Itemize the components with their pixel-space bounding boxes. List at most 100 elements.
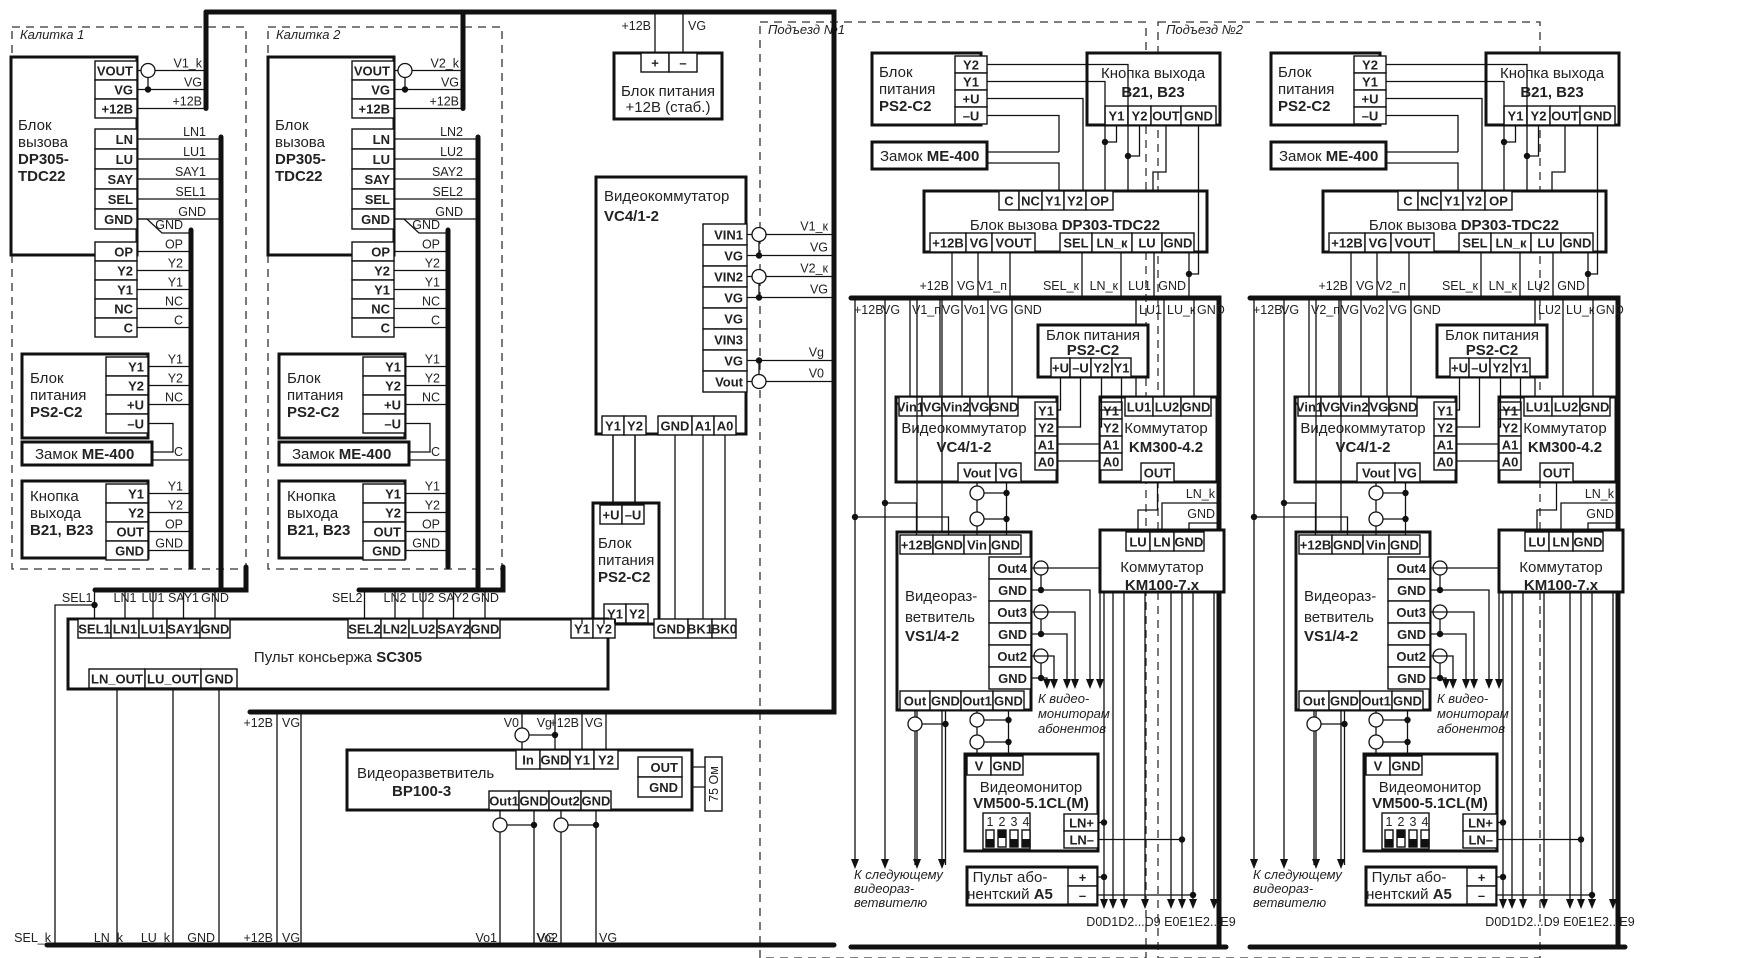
terminal-label: Y1 <box>607 607 623 622</box>
block-title: PS2-C2 <box>1466 342 1519 359</box>
block-title: Замок ME-400 <box>292 446 391 463</box>
psu2-title: Блок питания <box>1046 327 1140 344</box>
terminal-label: LN+ <box>1069 816 1094 831</box>
central-wires <box>612 435 726 624</box>
terminal-label: SAY2 <box>437 622 470 637</box>
note: К следующему <box>1253 867 1343 882</box>
dip-label: 3 <box>1410 815 1417 829</box>
terminal-label: VG <box>724 312 743 327</box>
terminal-label: NC <box>371 302 390 317</box>
bus-label: GND <box>1014 303 1042 317</box>
terminal-label: GND <box>520 794 549 809</box>
coax-symbol <box>969 734 985 750</box>
psu-model: PS2-C2 <box>287 404 340 421</box>
coax-symbol <box>751 268 767 285</box>
terminal-label: Out1 <box>962 694 992 709</box>
zone-label: Подъезд №1 <box>768 22 845 37</box>
terminal-label: GND <box>1164 236 1193 251</box>
wire-label: C <box>174 314 183 328</box>
terminal-label: – <box>1478 888 1485 903</box>
terminal-label: Y2 <box>1103 421 1119 436</box>
title-part: ME-400 <box>1326 148 1379 165</box>
terminal-label: Y1 <box>385 360 401 375</box>
terminal-label: +U <box>127 398 144 413</box>
wire-label: Y2 <box>425 499 440 513</box>
wire <box>1057 377 1062 411</box>
dip-switch-off <box>1421 839 1429 847</box>
wire-label: GND <box>187 931 215 945</box>
terminal <box>1484 190 1513 211</box>
terminal-label: Y1 <box>1513 361 1529 376</box>
wire-label: +12В <box>549 716 579 730</box>
exit-button-model: B21, B23 <box>30 522 93 539</box>
terminal-label: LN– <box>1468 833 1493 848</box>
terminal-label: A0 <box>1038 455 1055 470</box>
terminal-label: VG <box>923 400 942 415</box>
terminal-label: A1 <box>1437 438 1454 453</box>
dip-switch-off <box>1385 839 1393 847</box>
block-title: Блок вызова DP303-TDC22 <box>1369 217 1559 234</box>
terminal-label: NC <box>1021 194 1040 209</box>
terminal-label: LU_OUT <box>147 672 199 687</box>
wire-label: +12В <box>621 19 651 33</box>
terminal-label: GND <box>998 583 1027 598</box>
junction-dot <box>1100 873 1108 881</box>
psu-title: питания <box>30 387 86 404</box>
bus-label: V1_п <box>912 303 941 317</box>
km100-title: Коммутатор <box>1519 559 1602 576</box>
wire-label: V0 <box>809 367 824 381</box>
terminal-label: Y2 <box>629 607 645 622</box>
terminal-label: –U <box>1072 361 1089 376</box>
terminal-label: GND <box>1392 759 1421 774</box>
terminal-label: VIN2 <box>714 270 743 285</box>
terminal-label: Y1 <box>1045 194 1061 209</box>
arrow-head <box>1508 899 1516 909</box>
terminal-label: Out <box>1303 694 1326 709</box>
terminal-label: NC <box>114 302 133 317</box>
wire <box>148 422 174 453</box>
wire-label: LU2 <box>412 591 435 605</box>
bus-label: VG <box>1281 303 1299 317</box>
coax-symbol <box>1368 712 1384 728</box>
arrow-head <box>1250 859 1258 869</box>
title-part: Замок <box>1279 148 1326 165</box>
dip-switch-on <box>998 830 1006 838</box>
terminal-label: Vout <box>715 375 744 390</box>
terminal-label: Y2 <box>117 264 133 279</box>
wire-label: LU2 <box>1527 279 1550 293</box>
wire <box>987 63 1129 191</box>
terminal-label: OUT <box>1551 109 1579 124</box>
arrow-head <box>1071 679 1079 689</box>
psu2-title: Блок питания <box>1445 327 1539 344</box>
terminal-label: GND <box>1574 535 1603 550</box>
title-part: ME-400 <box>82 446 135 463</box>
terminal-label: – <box>1079 888 1086 903</box>
videocommutator-title: Видеокоммутатор <box>1300 420 1425 437</box>
wire-label: LU_k <box>141 931 171 945</box>
wire <box>1386 114 1459 152</box>
wire-label: Vg <box>809 346 824 360</box>
coax-symbol <box>492 817 508 833</box>
wire <box>1031 611 1076 685</box>
title-part: KM100-7.x <box>1125 577 1200 594</box>
wire-label: V2_к <box>800 262 828 276</box>
note: видеораз- <box>1253 881 1314 896</box>
terminal-label: OP <box>371 245 390 260</box>
coax-symbol <box>907 716 923 732</box>
terminal-label: GND <box>934 538 963 553</box>
wire-label: C <box>431 314 440 328</box>
wire <box>1057 377 1082 428</box>
wire-label: GND <box>1557 279 1585 293</box>
terminal-label: Out2 <box>550 794 580 809</box>
arrow-head <box>1499 899 1507 909</box>
dip-label: 4 <box>1023 815 1030 829</box>
terminal-label: C <box>1004 194 1014 209</box>
terminal <box>991 232 1036 253</box>
title-part: VS1/4-2 <box>905 628 959 645</box>
km300-title: Коммутатор <box>1523 420 1606 437</box>
note: ветвителю <box>854 895 927 910</box>
wire-label: LU2 <box>440 145 463 159</box>
terminal-label: OUT <box>1144 466 1172 481</box>
